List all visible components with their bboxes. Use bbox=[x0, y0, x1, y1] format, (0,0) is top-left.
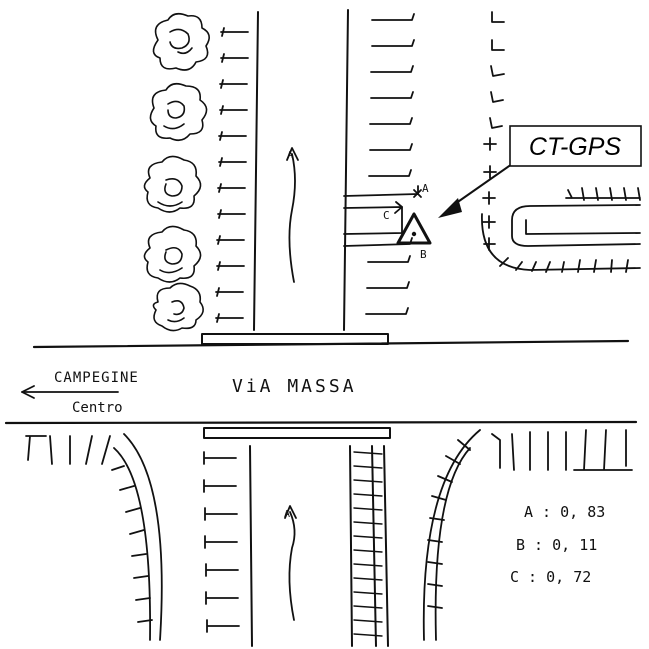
north-street-left-edge bbox=[253, 11, 259, 331]
parking-slot bbox=[343, 185, 422, 247]
tree-icon bbox=[152, 12, 210, 71]
legend-c: C : 0, 72 bbox=[510, 568, 591, 586]
curb-bars bbox=[201, 333, 391, 439]
north-lane-arrow bbox=[286, 147, 299, 283]
se-corner-parking bbox=[422, 429, 633, 641]
north-street bbox=[253, 9, 349, 331]
left-arrow-icon bbox=[21, 385, 119, 399]
north-lane-arrow-label: A bbox=[287, 150, 293, 161]
sw-corner-parking bbox=[25, 433, 163, 641]
parking-ticks-east bbox=[481, 11, 641, 273]
marker-c-arrow bbox=[394, 201, 403, 214]
south-street-right-edge bbox=[349, 445, 353, 647]
ct-gps-label: CT-GPS bbox=[529, 133, 621, 161]
south-curb-bar bbox=[203, 427, 391, 439]
road-south-edge bbox=[4, 420, 638, 425]
tree-icon bbox=[152, 282, 204, 332]
ct-gps-callout: CT-GPS bbox=[509, 125, 642, 167]
north-street-right-edge bbox=[343, 9, 349, 331]
marker-a-cross bbox=[413, 189, 422, 198]
callout-pointer bbox=[438, 163, 513, 218]
parking-ticks-north-right bbox=[365, 13, 415, 315]
parking-ticks-north-left bbox=[215, 27, 249, 323]
direction-label-primary: CAMPEGINE bbox=[54, 370, 139, 386]
south-lane-arrow-label: A bbox=[284, 509, 290, 520]
tree-icon bbox=[143, 225, 202, 283]
marker-a-label: A bbox=[422, 182, 429, 195]
measurement-legend: A : 0, 83 B : 0, 11 C : 0, 72 bbox=[510, 503, 605, 586]
marker-b-label: B bbox=[420, 248, 427, 261]
tree-row bbox=[143, 12, 210, 332]
south-street bbox=[249, 445, 389, 647]
south-street-left-edge bbox=[249, 445, 253, 647]
legend-b: B : 0, 11 bbox=[516, 536, 597, 554]
east-parking-bay bbox=[511, 187, 641, 247]
marker-c-label: C bbox=[383, 209, 390, 222]
parking-ticks-south-left bbox=[203, 451, 240, 633]
parking-ticks-south-right bbox=[353, 451, 383, 637]
road-name: ViA MASSA bbox=[232, 376, 357, 397]
north-curb-bar bbox=[201, 333, 389, 345]
direction-label-secondary: Centro bbox=[72, 400, 123, 416]
tree-icon bbox=[149, 82, 208, 142]
legend-a: A : 0, 83 bbox=[524, 503, 605, 521]
gps-triangle-icon bbox=[396, 212, 432, 245]
tree-icon bbox=[143, 155, 202, 213]
south-lane-arrow bbox=[284, 505, 297, 621]
